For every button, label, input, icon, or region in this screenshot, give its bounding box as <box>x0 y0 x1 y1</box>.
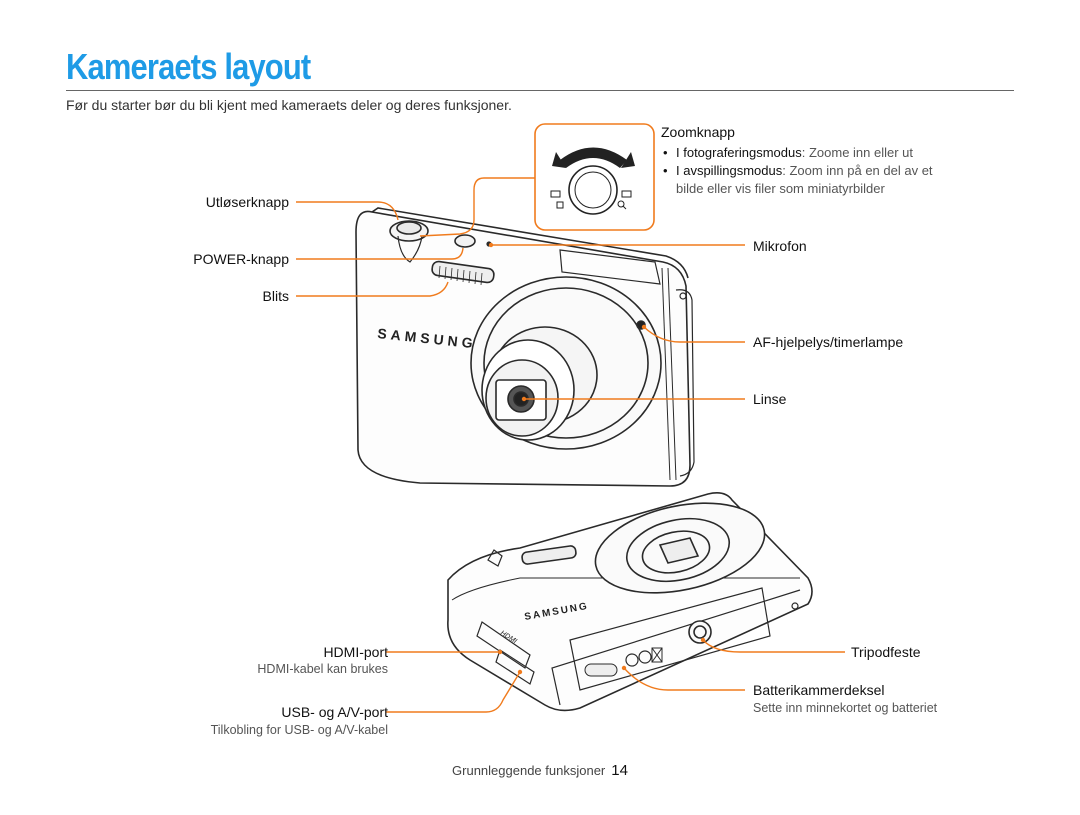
camera-bottom <box>447 492 813 712</box>
zoom-dial-inset <box>534 123 655 231</box>
shutter-button-label: Utløserknapp <box>205 194 289 210</box>
zoom-button-description: Zoomknapp I fotograferingsmodus: Zoome i… <box>661 124 1001 198</box>
hdmi-port-note: HDMI-kabel kan brukes <box>257 662 388 676</box>
lens-label: Linse <box>753 391 787 407</box>
intro-text: Før du starter bør du bli kjent med kame… <box>66 97 512 113</box>
power-button-label: POWER-knapp <box>193 251 289 267</box>
callout-dots <box>488 242 706 675</box>
zoom-mode-name: I avspillingsmodus <box>676 163 783 178</box>
zoom-mode-name: I fotograferingsmodus <box>676 145 802 160</box>
af-lamp-label: AF-hjelpelys/timerlampe <box>753 334 904 350</box>
zoom-mode-desc-cont: bilde eller vis filer som miniatyrbilder <box>676 181 885 196</box>
zoom-mode-item: I fotograferingsmodus: Zoome inn eller u… <box>661 144 1001 162</box>
zoom-button-label: Zoomknapp <box>661 124 735 140</box>
page-title: Kameraets layout <box>66 46 311 87</box>
camera-front <box>355 207 695 487</box>
tripod-mount-label: Tripodfeste <box>851 644 921 660</box>
battery-cover-label: Batterikammerdeksel <box>753 682 885 698</box>
zoom-mode-item: I avspillingsmodus: Zoom inn på en del a… <box>661 162 1001 198</box>
page-number: 14 <box>611 762 628 779</box>
hdmi-port-label: HDMI-port <box>323 644 388 660</box>
battery-cover-note: Sette inn minnekortet og batteriet <box>753 701 938 715</box>
usb-av-port-note: Tilkobling for USB- og A/V-kabel <box>210 723 388 737</box>
flash-label: Blits <box>262 288 289 304</box>
callout-lines <box>296 177 845 713</box>
page-footer: Grunnleggende funksjoner 14 <box>0 762 1080 779</box>
zoom-mode-list: I fotograferingsmodus: Zoome inn eller u… <box>661 144 1001 198</box>
zoom-mode-desc: : Zoome inn eller ut <box>801 145 914 160</box>
footer-section: Grunnleggende funksjoner <box>452 763 606 778</box>
usb-av-port-label: USB- og A/V-port <box>281 704 388 720</box>
title-rule <box>66 90 1014 91</box>
zoom-mode-desc: : Zoom inn på en del av et <box>782 163 933 178</box>
microphone-label: Mikrofon <box>753 238 807 254</box>
